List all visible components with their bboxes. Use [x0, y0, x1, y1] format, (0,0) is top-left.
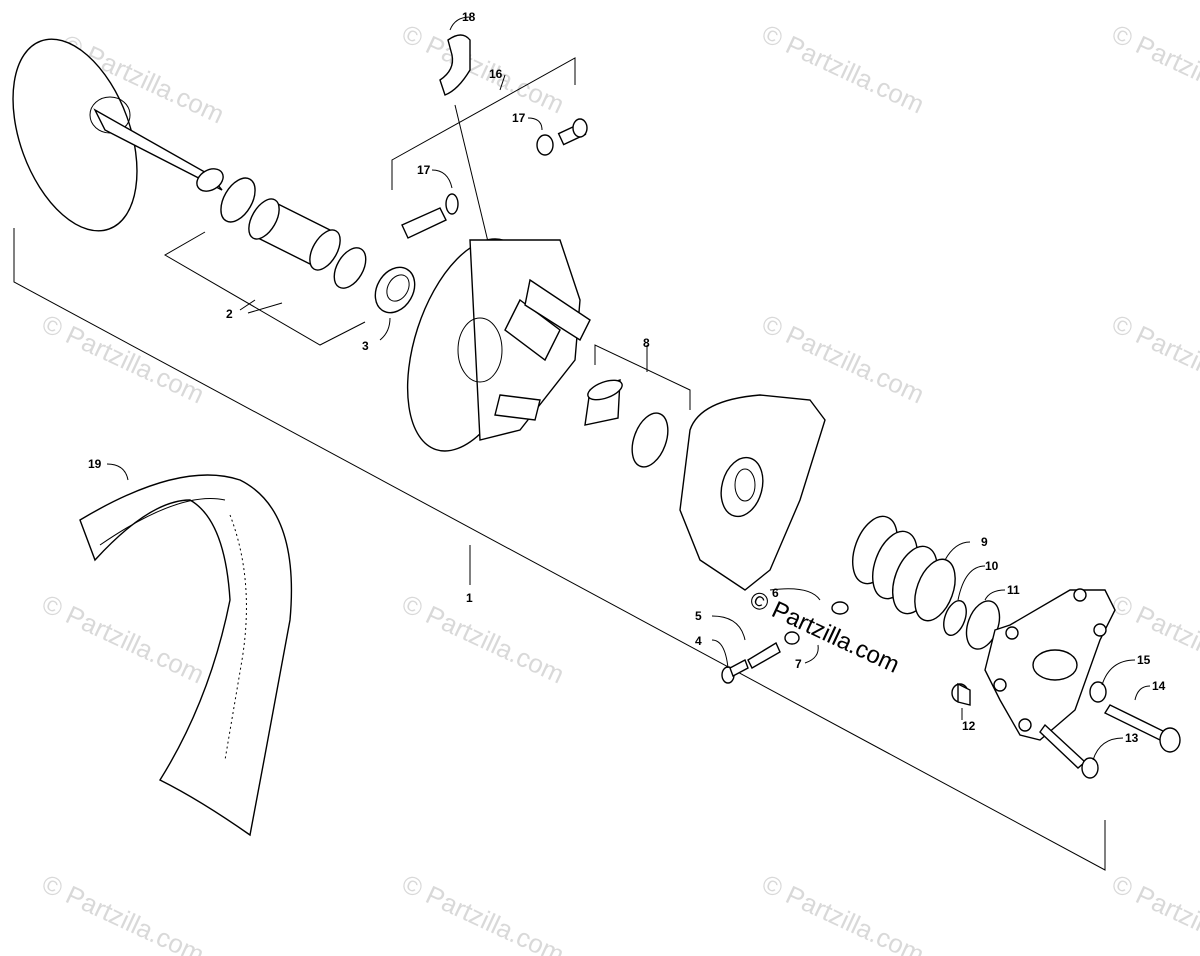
callout-17-right[interactable]: 17 — [512, 111, 526, 125]
svg-text:19: 19 — [88, 457, 102, 471]
spider-housing[interactable] — [384, 223, 591, 466]
bearing[interactable] — [367, 260, 422, 320]
bushing[interactable] — [951, 682, 971, 706]
bolt[interactable] — [721, 659, 749, 684]
svg-text:16: 16 — [489, 67, 503, 81]
callout-1[interactable]: 1 — [466, 591, 473, 605]
callout-6[interactable]: 6 — [772, 586, 779, 600]
callout-10[interactable]: 10 — [985, 559, 999, 573]
movable-sheave[interactable] — [0, 22, 227, 248]
callout-13[interactable]: 13 — [1125, 731, 1139, 745]
svg-text:13: 13 — [1125, 731, 1139, 745]
watermark: © Partzilla.com — [757, 18, 928, 119]
cap-screw[interactable] — [1103, 704, 1181, 753]
callout-3[interactable]: 3 — [362, 339, 369, 353]
svg-text:10: 10 — [985, 559, 999, 573]
svg-text:11: 11 — [1007, 583, 1020, 597]
svg-text:8: 8 — [643, 336, 650, 350]
callout-9[interactable]: 9 — [981, 535, 988, 549]
snap-ring[interactable] — [625, 408, 674, 472]
svg-text:15: 15 — [1137, 653, 1151, 667]
watermark: © Partzilla.com — [1107, 308, 1200, 409]
svg-text:9: 9 — [981, 535, 988, 549]
svg-text:7: 7 — [795, 657, 802, 671]
cam-plate[interactable] — [679, 394, 826, 591]
callout-11[interactable]: 11 — [1007, 583, 1020, 597]
assembly-bracket — [13, 228, 1106, 871]
assembly-bracket — [391, 57, 576, 190]
center-watermark: © Partzilla.com — [745, 586, 903, 679]
svg-text:1: 1 — [466, 591, 473, 605]
callout-14[interactable]: 14 — [1152, 679, 1166, 693]
svg-text:5: 5 — [695, 609, 702, 623]
washer[interactable] — [784, 631, 800, 645]
watermark: © Partzilla.com — [397, 588, 568, 689]
svg-text:14: 14 — [1152, 679, 1166, 693]
watermark: © Partzilla.com — [1107, 588, 1200, 689]
callout-5[interactable]: 5 — [695, 609, 702, 623]
weight-arm[interactable] — [439, 34, 471, 96]
leader-line — [239, 299, 256, 311]
callout-17-left[interactable]: 17 — [417, 163, 431, 177]
screw[interactable] — [536, 118, 588, 156]
svg-text:18: 18 — [462, 10, 476, 24]
spring-cover[interactable] — [984, 588, 1116, 741]
leader-line — [454, 104, 491, 251]
svg-text:2: 2 — [226, 307, 233, 321]
assembly-bracket — [594, 344, 691, 410]
callout-18[interactable]: 18 — [462, 10, 476, 24]
watermark: © Partzilla.com — [1107, 18, 1200, 119]
roller-pin[interactable] — [747, 641, 781, 669]
watermark: © Partzilla.com — [37, 308, 208, 409]
spider-bushing[interactable] — [584, 376, 625, 426]
assembly-bracket — [164, 231, 366, 346]
o-ring[interactable] — [214, 172, 262, 228]
shim[interactable] — [939, 598, 970, 639]
watermark: © Partzilla.com — [397, 18, 568, 119]
bushing-sleeve[interactable] — [243, 194, 347, 275]
callout-4[interactable]: 4 — [695, 634, 702, 648]
leader-lines — [106, 16, 1151, 761]
callout-7[interactable]: 7 — [795, 657, 802, 671]
callout-8[interactable]: 8 — [643, 336, 650, 350]
svg-text:3: 3 — [362, 339, 369, 353]
callout-19[interactable]: 19 — [88, 457, 102, 471]
drive-belt[interactable] — [79, 474, 293, 837]
callout-12[interactable]: 12 — [962, 719, 976, 733]
watermark: © Partzilla.com — [757, 308, 928, 409]
svg-text:6: 6 — [772, 586, 779, 600]
callout-15[interactable]: 15 — [1137, 653, 1151, 667]
o-ring[interactable] — [328, 242, 373, 293]
washer[interactable] — [831, 601, 849, 615]
svg-text:12: 12 — [962, 719, 976, 733]
callout-2[interactable]: 2 — [226, 307, 233, 321]
svg-text:4: 4 — [695, 634, 702, 648]
svg-text:17: 17 — [512, 111, 526, 125]
spring[interactable] — [844, 510, 963, 626]
pin[interactable] — [401, 193, 459, 239]
washer[interactable] — [1089, 681, 1107, 703]
watermark: © Partzilla.com — [397, 868, 568, 956]
svg-text:17: 17 — [417, 163, 431, 177]
watermark: © Partzilla.com — [37, 868, 208, 956]
cap-screw[interactable] — [1039, 723, 1099, 779]
watermark: © Partzilla.com — [757, 868, 928, 956]
watermark: © Partzilla.com — [1107, 868, 1200, 956]
watermark: © Partzilla.com — [37, 588, 208, 689]
callout-16[interactable]: 16 — [489, 67, 503, 81]
